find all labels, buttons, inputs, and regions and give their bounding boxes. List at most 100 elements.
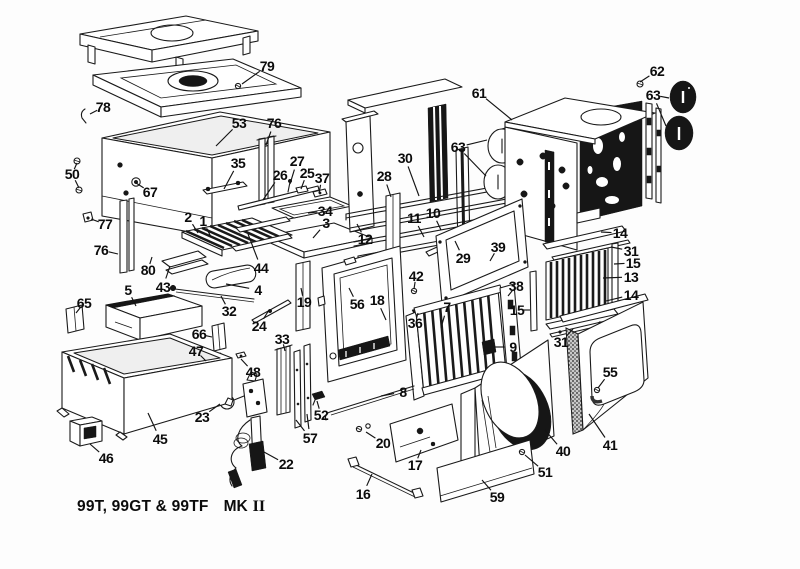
part-label: 22 — [279, 456, 294, 472]
part-label: 67 — [143, 184, 158, 200]
ash-housing-45 — [56, 333, 234, 441]
part-label: 31 — [554, 334, 569, 350]
part-label: 16 — [356, 486, 371, 502]
box-46 — [69, 416, 103, 447]
part-label: 77 — [98, 216, 113, 232]
leader-line — [348, 287, 354, 298]
part-label: 35 — [231, 155, 246, 171]
part-label: 39 — [491, 239, 506, 255]
leader-line — [90, 218, 99, 223]
part-label: 12 — [358, 231, 373, 247]
leader-line — [605, 296, 623, 302]
plate-17 — [389, 403, 459, 463]
bracket-9 — [481, 338, 497, 356]
diagram-caption: 99T, 99GT & 99TF MK II — [77, 498, 265, 516]
screw-62 — [636, 80, 644, 88]
part-label: 7 — [443, 299, 451, 315]
leader-line — [417, 225, 425, 238]
part-label: 17 — [408, 457, 423, 473]
part-label: 15 — [510, 302, 525, 318]
part-label: 24 — [252, 318, 267, 334]
leader-line — [407, 166, 420, 197]
leader-line — [463, 153, 487, 177]
casing-cabinet — [504, 97, 662, 251]
leader-line — [565, 328, 574, 337]
front-panel-41 — [559, 293, 649, 435]
part-label: 33 — [275, 331, 290, 347]
caption-mark: MK — [223, 498, 248, 515]
part-label: 20 — [376, 435, 391, 451]
part-label: 45 — [153, 431, 168, 447]
plinth-59 — [436, 439, 535, 503]
part-label: 40 — [556, 443, 571, 459]
leader-line — [380, 307, 387, 321]
part-label: 30 — [398, 150, 413, 166]
part-label: 31 — [624, 243, 639, 259]
top-plank — [347, 78, 463, 114]
part-label: 55 — [603, 364, 618, 380]
leader-line — [300, 287, 304, 296]
leader-line — [75, 307, 81, 314]
leader-line — [366, 473, 373, 487]
leader-line — [597, 378, 606, 389]
leader-line — [263, 309, 270, 320]
panel-66 — [211, 322, 227, 352]
leader-line — [206, 227, 212, 238]
part-label: 46 — [99, 450, 114, 466]
rail-43 — [161, 250, 209, 275]
leader-line — [602, 276, 623, 279]
part-label: 5 — [124, 282, 132, 298]
leader-line — [380, 393, 395, 397]
leader-line — [215, 128, 234, 147]
leader-line — [131, 296, 137, 307]
leader-line — [524, 454, 539, 467]
part-label: 27 — [290, 153, 305, 169]
strip-15-left — [529, 270, 538, 332]
part-label: 14 — [624, 287, 639, 303]
part-label: 25 — [300, 165, 315, 181]
throat-hood — [460, 339, 555, 471]
part-label: 11 — [407, 210, 422, 226]
part-label: 14 — [613, 225, 628, 241]
part-label: 59 — [490, 489, 505, 505]
clip-52 — [311, 390, 326, 406]
part-label: 53 — [232, 115, 247, 131]
rod-16 — [347, 456, 424, 499]
leader-line — [316, 400, 320, 409]
part-label: 34 — [318, 203, 333, 219]
screw-51 — [518, 448, 526, 456]
part-label: 76 — [94, 242, 109, 258]
part-label: 18 — [370, 292, 385, 308]
part-label: 57 — [303, 430, 318, 446]
leader-line — [660, 95, 670, 99]
leader-line — [489, 253, 495, 262]
leader-line — [241, 70, 261, 85]
part-label: 8 — [399, 384, 407, 400]
leader-line — [192, 223, 199, 234]
flue-discs-63 — [664, 80, 697, 151]
leader-line — [89, 109, 98, 115]
leader-line — [73, 162, 78, 170]
part-label: 38 — [509, 278, 524, 294]
leader-line — [307, 211, 318, 214]
leader-line — [74, 180, 80, 189]
leader-line — [149, 256, 153, 265]
part-label: 80 — [141, 262, 156, 278]
rail-44 — [231, 216, 293, 252]
part-label: 78 — [96, 99, 111, 115]
leader-line — [282, 344, 286, 352]
leader-line — [89, 443, 100, 453]
clip-77 — [82, 211, 94, 223]
leader-line — [263, 451, 279, 461]
leader-line — [208, 403, 221, 413]
part-label: 19 — [297, 294, 312, 310]
leader-line — [289, 169, 295, 185]
leader-line — [265, 131, 272, 146]
leader-line — [485, 98, 513, 121]
part-label: 23 — [195, 409, 210, 425]
part-label: 63 — [451, 139, 466, 155]
window-frame — [425, 198, 529, 305]
